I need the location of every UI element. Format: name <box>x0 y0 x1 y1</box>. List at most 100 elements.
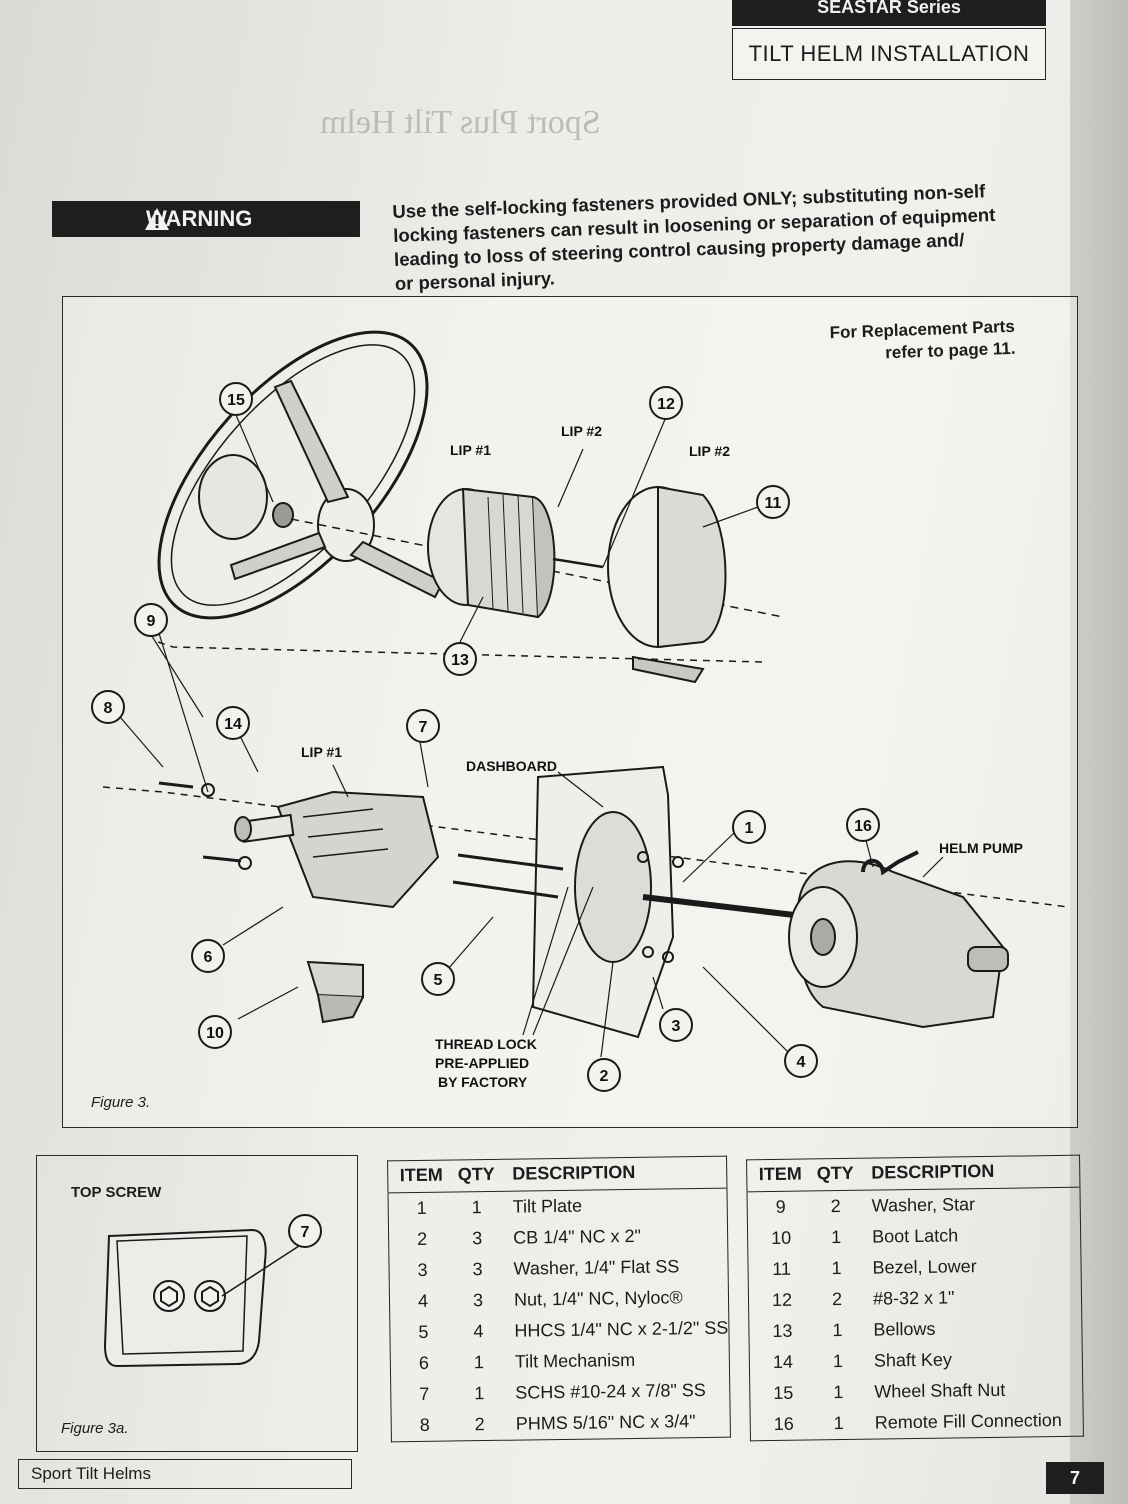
description-cell: PHMS 5/16" NC x 3/4" <box>515 1411 696 1434</box>
col-item: ITEM <box>746 1158 814 1192</box>
figure-3-caption: Figure 3. <box>91 1094 151 1111</box>
description-cell: Washer, Star <box>871 1194 976 1216</box>
col-qty: QTY <box>454 1159 499 1192</box>
callout-8: 8 <box>104 700 113 717</box>
qty-cell: 1 <box>474 1382 485 1404</box>
callout-1: 1 <box>745 820 754 837</box>
table-row: 1 1 Tilt Plate <box>388 1188 727 1224</box>
item-cell: 6 <box>418 1352 430 1373</box>
item-cell: 7 <box>419 1383 430 1404</box>
table-row: 9 2 Washer, Star <box>747 1187 1080 1223</box>
callout-9: 9 <box>147 613 156 630</box>
callout-6: 6 <box>204 949 213 966</box>
item-cell: 14 <box>772 1351 794 1372</box>
qty-cell: 1 <box>831 1258 842 1279</box>
item-cell: 13 <box>772 1320 793 1341</box>
callout-10: 10 <box>206 1025 224 1042</box>
description-cell: Shaft Key <box>873 1349 953 1371</box>
description-cell: Bellows <box>873 1318 936 1340</box>
top-screw-title: TOP SCREW <box>71 1184 162 1201</box>
table-row: 3 3 Washer, 1/4" Flat SS <box>389 1251 728 1287</box>
header-box: TILT HELM INSTALLATION <box>732 28 1046 80</box>
figure-3a-caption: Figure 3a. <box>61 1420 129 1437</box>
table-row: 7 1 SCHS #10-24 x 7/8" SS <box>391 1375 730 1411</box>
callout-16: 16 <box>854 818 872 835</box>
warning-banner: WARNING <box>52 201 360 237</box>
callout-14: 14 <box>224 716 242 733</box>
tilt-plate <box>574 811 652 963</box>
callout-3: 3 <box>672 1018 681 1035</box>
qty-cell: 3 <box>472 1259 483 1280</box>
label-dashboard: DASHBOARD <box>466 758 557 774</box>
wheel-hub <box>317 488 375 562</box>
inset-callout-7: 7 <box>301 1224 310 1241</box>
description-cell: #8-32 x 1" <box>872 1287 955 1309</box>
item-cell: 12 <box>771 1289 793 1310</box>
series-text: SEASTAR Series <box>817 0 961 17</box>
description-cell: Tilt Mechanism <box>514 1349 636 1372</box>
qty-cell: 2 <box>830 1196 841 1217</box>
top-screw-diagram: 7 <box>103 1214 322 1368</box>
label-lip1-bellows: LIP #1 <box>450 442 491 458</box>
col-description: DESCRIPTION <box>498 1156 727 1192</box>
description-cell: Tilt Plate <box>512 1195 583 1217</box>
description-cell: CB 1/4" NC x 2" <box>512 1225 642 1248</box>
description-cell: SCHS #10-24 x 7/8" SS <box>515 1379 706 1403</box>
qty-cell: 3 <box>471 1228 483 1249</box>
item-cell: 3 <box>417 1259 428 1280</box>
item-cell: 9 <box>775 1196 786 1217</box>
item-cell: 8 <box>419 1414 430 1435</box>
figure-3a: TOP SCREW 7 Figure 3a. <box>36 1155 358 1452</box>
page-number: 7 <box>1046 1462 1104 1494</box>
qty-cell: 1 <box>473 1351 485 1373</box>
label-helm-pump: HELM PUMP <box>939 840 1023 856</box>
adjacent-page-edge <box>1070 0 1128 1504</box>
item-cell: 10 <box>770 1227 792 1249</box>
footer-title: Sport Tilt Helms <box>31 1464 151 1483</box>
item-cell: 5 <box>418 1321 429 1342</box>
callout-11: 11 <box>765 495 782 512</box>
qty-cell: 1 <box>471 1197 482 1218</box>
label-thread-lock: BY FACTORY <box>438 1074 528 1090</box>
exploded-helm-diagram: LIP #1 LIP #2 LIP #2 LIP #1 DASHBOARD HE… <box>91 330 1069 1092</box>
item-cell: 11 <box>772 1258 792 1279</box>
item-cell: 2 <box>416 1228 428 1250</box>
item-cell: 16 <box>773 1413 794 1434</box>
qty-cell: 1 <box>832 1350 844 1372</box>
steering-wheel-rim <box>157 330 429 620</box>
table-row: 8 2 PHMS 5/16" NC x 3/4" <box>391 1405 730 1441</box>
shaft-nut <box>272 502 294 528</box>
description-cell: Washer, 1/4" Flat SS <box>513 1256 680 1279</box>
warning-triangle-icon <box>145 208 169 230</box>
tilt-mechanism <box>276 790 440 909</box>
label-lip1-mechanism: LIP #1 <box>301 744 342 760</box>
table-row: 2 3 CB 1/4" NC x 2" <box>388 1220 727 1256</box>
col-item: ITEM <box>387 1159 455 1193</box>
label-lip2-bezel: LIP #2 <box>689 443 730 459</box>
table-header-row: ITEM QTY DESCRIPTION <box>746 1155 1080 1192</box>
series-banner: SEASTAR Series <box>732 0 1046 26</box>
table-header-row: ITEM QTY DESCRIPTION <box>387 1156 727 1193</box>
col-description: DESCRIPTION <box>857 1155 1080 1191</box>
col-qty: QTY <box>813 1158 858 1191</box>
callout-5: 5 <box>434 972 443 989</box>
table-row: 6 1 Tilt Mechanism <box>390 1344 729 1380</box>
qty-cell: 2 <box>474 1413 485 1435</box>
boot-latch <box>306 960 364 999</box>
item-cell: 15 <box>773 1382 794 1403</box>
footer: Sport Tilt Helms <box>18 1459 352 1489</box>
table-row: 14 1 Shaft Key <box>749 1343 1082 1379</box>
description-cell: HHCS 1/4" NC x 2-1/2" SS <box>514 1317 729 1341</box>
item-cell: 4 <box>417 1290 429 1311</box>
label-thread-lock: PRE-APPLIED <box>435 1055 529 1071</box>
callout-15: 15 <box>227 392 245 409</box>
item-cell: 1 <box>416 1197 427 1218</box>
